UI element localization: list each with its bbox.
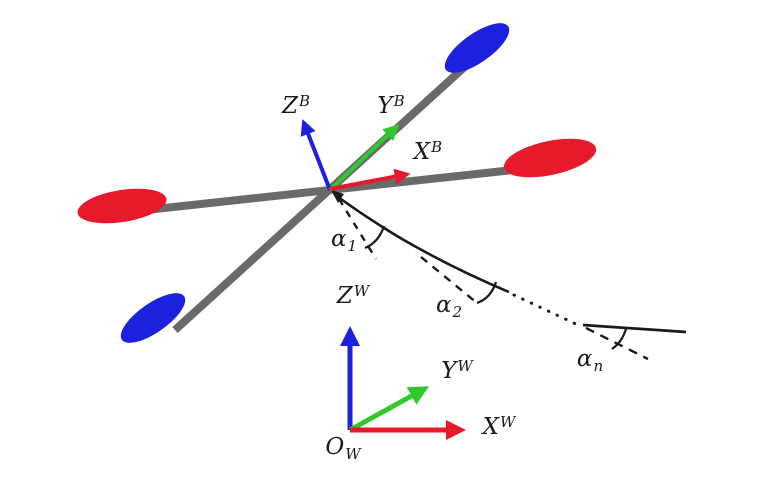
label-world-z-axis: ZW bbox=[337, 284, 369, 308]
quadrotor-arm-rear bbox=[172, 59, 473, 333]
label-world-y-axis: YW bbox=[441, 359, 473, 383]
label-superscript: W bbox=[499, 413, 516, 431]
label-base: O bbox=[325, 434, 345, 460]
label-superscript: B bbox=[298, 92, 311, 110]
label-subscript: n bbox=[593, 357, 604, 375]
label-base: α bbox=[330, 226, 347, 252]
label-superscript: W bbox=[353, 282, 370, 300]
label-angle-2: α2 bbox=[436, 294, 462, 320]
label-body-x-axis: XB bbox=[414, 140, 442, 164]
body-y-axis-arrow bbox=[328, 124, 400, 192]
label-subscript: 2 bbox=[452, 303, 463, 321]
label-world-x-axis: XW bbox=[483, 415, 516, 439]
propeller-red-left bbox=[77, 188, 167, 224]
label-superscript: B bbox=[393, 92, 405, 110]
label-superscript: W bbox=[457, 357, 473, 375]
propeller-red-right bbox=[503, 138, 597, 178]
label-base: Z bbox=[281, 93, 298, 119]
label-base: Y bbox=[441, 358, 457, 384]
propeller-blue-bottom bbox=[120, 293, 186, 343]
body-x-axis-arrow bbox=[329, 168, 411, 191]
label-base: Y bbox=[377, 93, 393, 119]
world-y-axis-arrow bbox=[348, 386, 429, 433]
cable-segment-2 bbox=[401, 237, 510, 294]
label-angle-1: α1 bbox=[331, 228, 357, 254]
label-angle-n: αn bbox=[577, 348, 603, 374]
label-world-origin: OW bbox=[325, 436, 360, 462]
label-base: Z bbox=[336, 283, 353, 309]
body-z-axis-arrow bbox=[300, 119, 332, 191]
label-base: X bbox=[413, 139, 431, 165]
label-subscript: 1 bbox=[347, 237, 358, 255]
cable-segment-n bbox=[582, 323, 687, 334]
cable-segment-1 bbox=[337, 195, 403, 241]
cable-segment-dotted bbox=[512, 293, 580, 327]
angle-n-arc bbox=[611, 328, 628, 350]
angle-1-reference-dashed bbox=[337, 198, 378, 260]
label-body-z-axis: ZB bbox=[282, 94, 310, 118]
angle-2-arc bbox=[476, 281, 498, 305]
label-base: X bbox=[482, 414, 499, 440]
label-subscript: W bbox=[345, 445, 361, 463]
propeller-blue-top bbox=[444, 23, 510, 73]
label-base: α bbox=[576, 346, 593, 372]
label-base: α bbox=[435, 292, 452, 318]
label-body-y-axis: YB bbox=[377, 94, 404, 118]
cable-attachment-arrow bbox=[331, 190, 344, 203]
angle-1-arc bbox=[364, 225, 386, 250]
label-superscript: B bbox=[431, 138, 443, 156]
angle-2-reference-dashed bbox=[420, 256, 478, 304]
